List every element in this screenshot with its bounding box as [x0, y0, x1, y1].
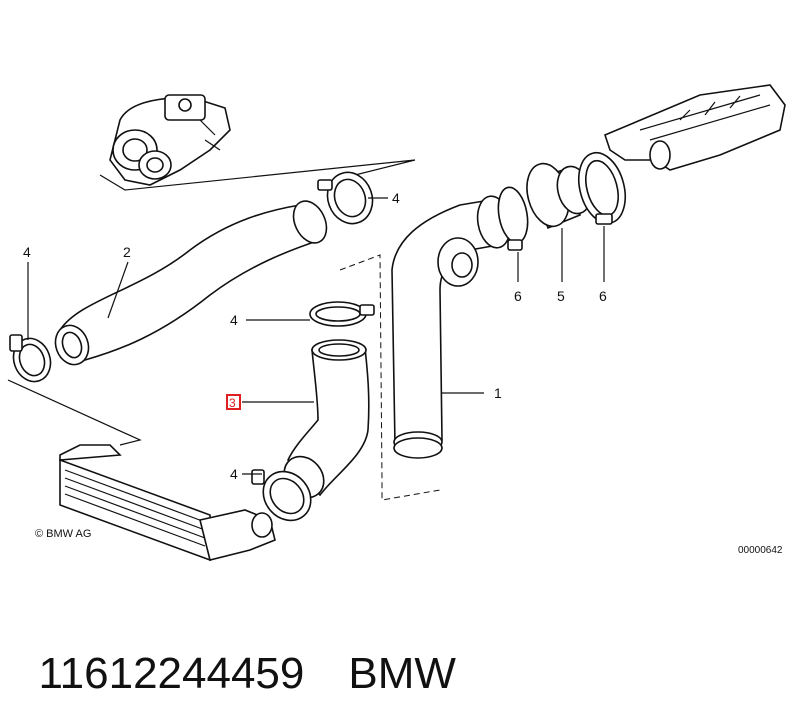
turbocharger: [109, 94, 231, 186]
part-number: 11612244459: [38, 649, 305, 698]
clamp-6b: [577, 151, 627, 225]
callout-1: 1: [494, 385, 502, 401]
reference-number: 00000642: [738, 545, 783, 556]
guide-line: [99, 159, 416, 191]
hose-clamp-middle: [309, 301, 375, 327]
callout-6b: 6: [599, 288, 607, 304]
leader-2: [107, 261, 129, 319]
callout-4-bottom: 4: [230, 466, 238, 482]
caption: 11612244459 BMW: [14, 584, 794, 698]
hose-clamp-left: [9, 334, 52, 383]
clamp-6a: [497, 186, 529, 251]
hose-2: [54, 200, 328, 366]
callout-5: 5: [557, 288, 565, 304]
callout-2: 2: [123, 244, 131, 260]
callout-6a: 6: [514, 288, 522, 304]
parts-diagram: 4 2 4 4 3 4 1 6 5 6 © BMW AG 00000642: [7, 84, 786, 562]
callout-4-top: 4: [392, 190, 400, 206]
intercooler: [59, 444, 276, 562]
highlight-box: [226, 394, 241, 410]
callout-4-mid: 4: [230, 312, 238, 328]
callout-3: 3: [229, 396, 236, 410]
copyright-text: © BMW AG: [35, 528, 91, 540]
guide-line: [7, 379, 142, 446]
hose-clamp-bottom: [251, 469, 312, 522]
pipe-1: [391, 195, 512, 459]
brand-name: BMW: [348, 649, 456, 698]
intake-manifold: [604, 84, 786, 171]
hose-clamp-top: [317, 171, 374, 225]
callout-4-left: 4: [23, 244, 31, 260]
